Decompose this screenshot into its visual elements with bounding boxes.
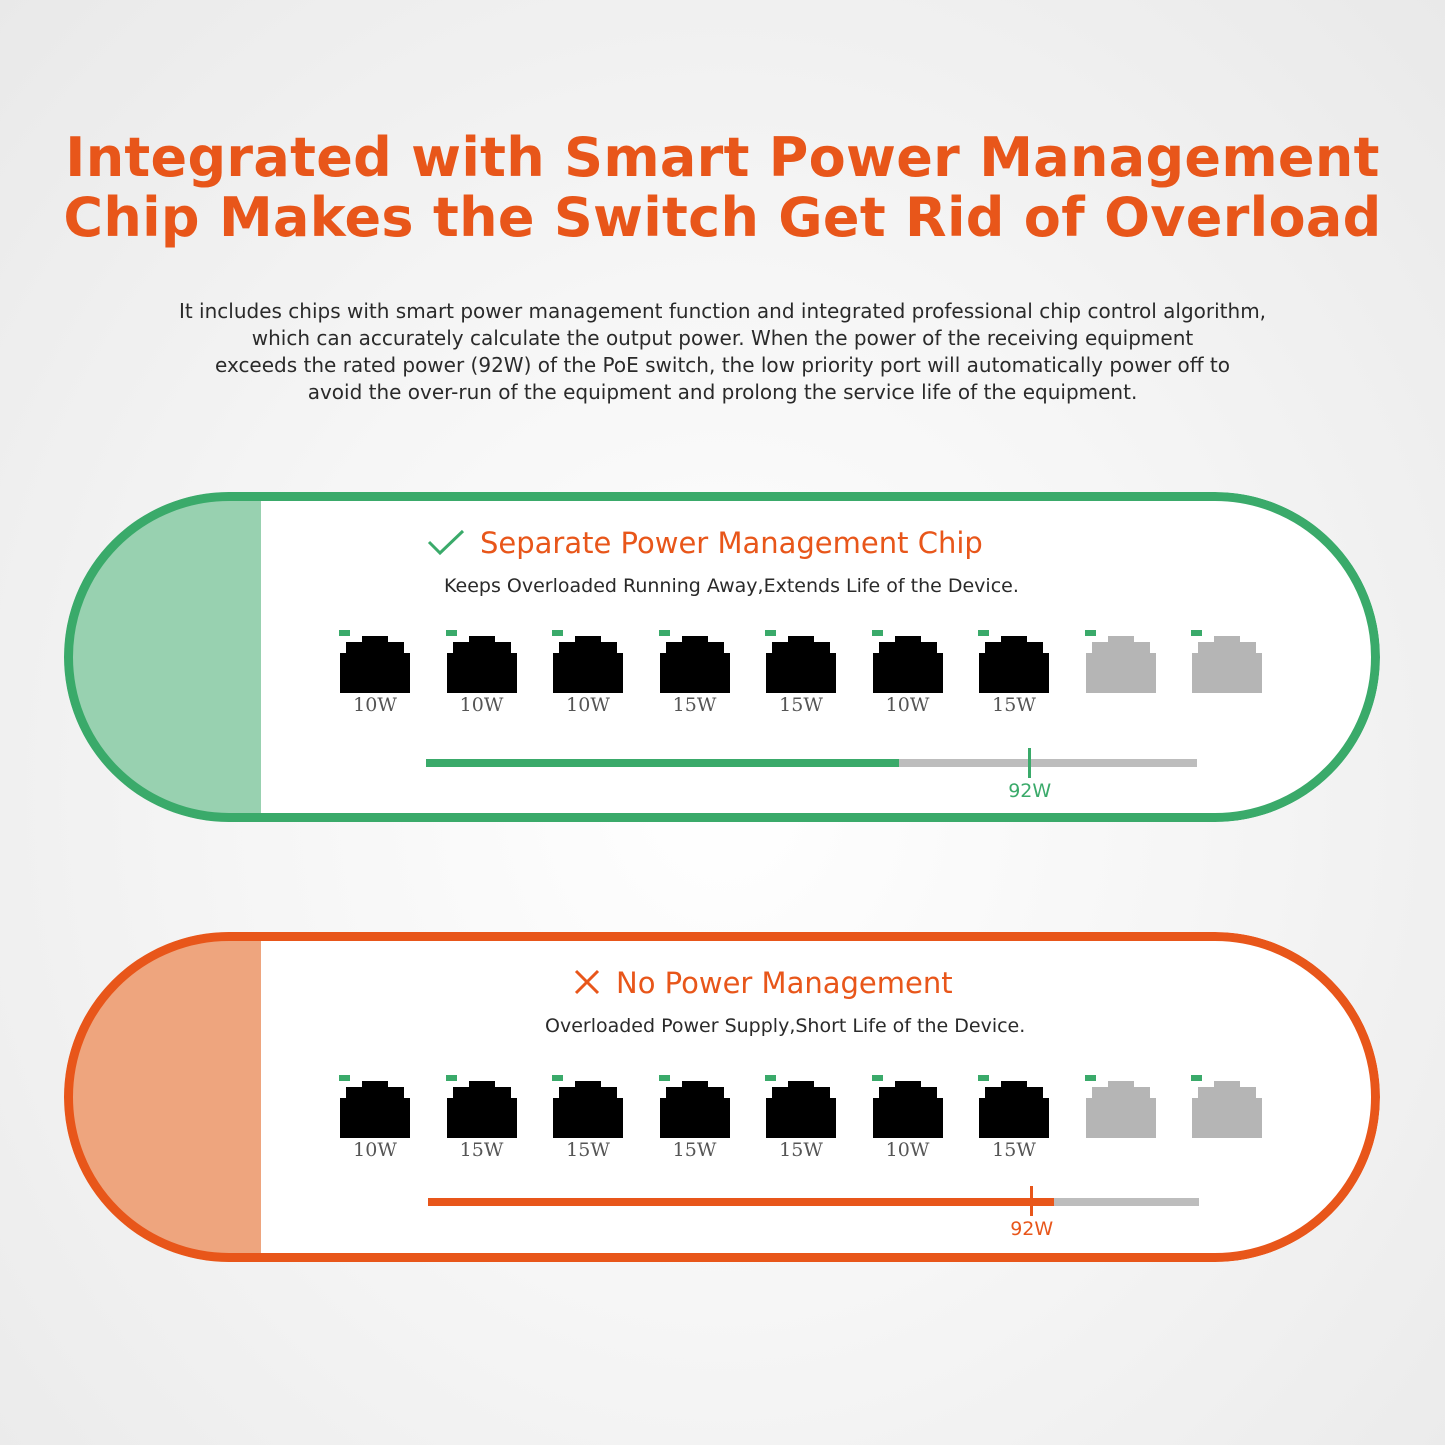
power-management-panel: Separate Power Management Chip Keeps Ove… [64,492,1380,822]
intro-line-1: It includes chips with smart power manag… [178,299,1267,323]
port-wattage: 10W [353,1139,397,1161]
port-wattage: 10W [885,694,930,716]
intro-line-2: which can accurately calculate the outpu… [251,326,1194,350]
ethernet-port: 10W [870,1075,946,1161]
port-led [445,630,457,636]
rj45-port-icon [766,636,836,693]
rj45-port-icon [659,636,730,693]
port-led [978,630,989,636]
ethernet-port: 15W [444,1075,520,1161]
rj45-port-icon [553,1081,623,1138]
ethernet-port: 15W [657,1075,733,1161]
rj45-port-icon [340,636,410,693]
rj45-port-icon [979,1081,1049,1138]
port-led [765,630,776,636]
port-led [552,630,563,636]
ethernet-port [1189,630,1265,710]
headline: Integrated with Smart Power Management C… [0,128,1445,248]
rj45-port-icon [446,1081,517,1138]
port-led [978,1075,989,1081]
port-led [658,630,670,636]
panel-title-text: Separate Power Management Chip [480,526,983,560]
ethernet-port: 15W [550,1075,626,1161]
ethernet-port: 10W [337,1075,413,1161]
headline-line-1: Integrated with Smart Power Management [65,126,1380,189]
port-led [339,1075,350,1081]
panel-accent-band [64,492,261,822]
power-limit-marker [1030,1186,1034,1216]
rj45-port-icon [1192,636,1262,693]
rj45-port-icon [659,1081,730,1138]
power-limit-label: 92W [1008,780,1052,802]
cross-icon [572,967,602,997]
port-led [445,1075,457,1081]
power-bar-fill [428,1198,1055,1206]
port-led [1084,1075,1096,1081]
intro-paragraph: It includes chips with smart power manag… [100,298,1345,406]
ethernet-port: 10W [550,630,626,716]
ethernet-port: 15W [763,630,839,716]
power-bar-fill [426,759,899,767]
intro-line-4: avoid the over-run of the equipment and … [307,380,1138,404]
port-row: 10W 10W 10W 15W 15W 10W 15W [337,630,1277,716]
rj45-port-icon [553,636,623,693]
ethernet-port [1083,1075,1159,1155]
ethernet-port: 10W [337,630,413,716]
port-led [658,1075,670,1081]
port-wattage: 15W [672,1139,717,1161]
port-wattage: 15W [566,1139,610,1161]
panel-title: Separate Power Management Chip [426,526,983,560]
rj45-port-icon [1192,1081,1262,1138]
ethernet-port: 10W [870,630,946,716]
port-wattage: 15W [672,694,717,716]
power-limit-label: 92W [1010,1218,1054,1240]
no-power-management-panel: No Power Management Overloaded Power Sup… [64,932,1380,1262]
port-led [765,1075,776,1081]
rj45-port-icon [979,636,1049,693]
headline-line-2: Chip Makes the Switch Get Rid of Overloa… [63,186,1382,249]
check-icon [426,527,466,557]
port-led [871,1075,883,1081]
panel-subtitle: Overloaded Power Supply,Short Life of th… [545,1015,1026,1037]
port-wattage: 15W [992,1139,1036,1161]
intro-line-3: exceeds the rated power (92W) of the PoE… [215,353,1230,377]
rj45-port-icon [872,636,943,693]
rj45-port-icon [766,1081,836,1138]
ethernet-port: 15W [763,1075,839,1161]
ethernet-port [1189,1075,1265,1155]
panel-accent-band [64,932,261,1262]
port-wattage: 15W [779,694,823,716]
rj45-port-icon [340,1081,410,1138]
port-wattage: 10W [459,694,504,716]
ethernet-port: 15W [976,630,1052,716]
port-led [1191,1075,1202,1081]
port-row: 10W 15W 15W 15W 15W 10W 15W [337,1075,1277,1161]
port-wattage: 15W [779,1139,823,1161]
power-bar [426,759,1197,767]
port-led [871,630,883,636]
port-wattage: 15W [459,1139,504,1161]
port-wattage: 10W [885,1139,930,1161]
ethernet-port: 15W [976,1075,1052,1161]
panel-title-text: No Power Management [616,966,953,1000]
panel-title: No Power Management [572,966,953,1000]
port-wattage: 10W [353,694,397,716]
rj45-port-icon [872,1081,943,1138]
panel-subtitle: Keeps Overloaded Running Away,Extends Li… [444,575,1019,597]
ethernet-port [1083,630,1159,710]
port-wattage: 15W [992,694,1036,716]
port-led [339,630,350,636]
rj45-port-icon [446,636,517,693]
rj45-port-icon [1085,636,1156,693]
rj45-port-icon [1085,1081,1156,1138]
port-led [552,1075,563,1081]
port-wattage: 10W [566,694,610,716]
port-led [1191,630,1202,636]
port-led [1084,630,1096,636]
power-limit-marker [1028,748,1032,778]
ethernet-port: 10W [444,630,520,716]
ethernet-port: 15W [657,630,733,716]
power-bar [428,1198,1199,1206]
